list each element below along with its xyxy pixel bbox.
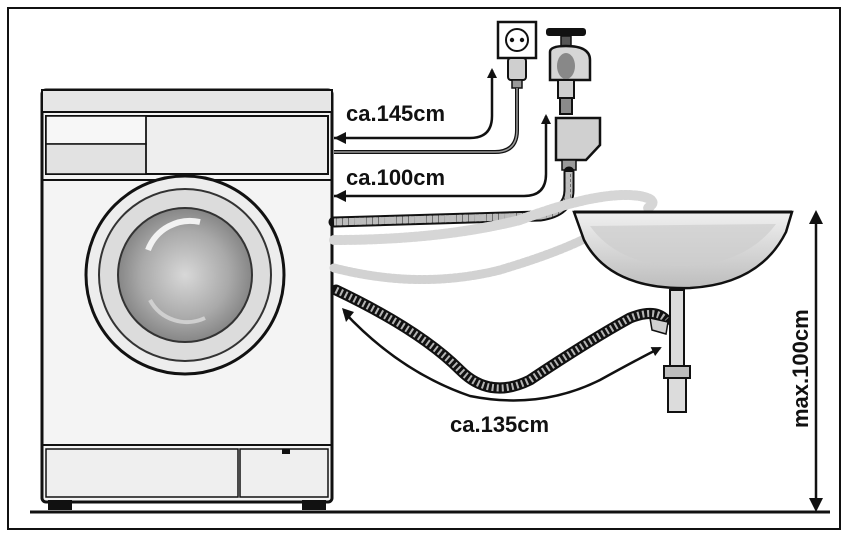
drain-hose-over-basin [329, 190, 658, 245]
socket-distance-label: ca.145cm [346, 101, 445, 126]
wall-socket [496, 20, 538, 60]
drain-distance-arrow [343, 311, 662, 402]
hose-loop-faint [329, 231, 595, 284]
tap-distance-label: ca.100cm [346, 165, 445, 190]
machine-plinth [42, 444, 332, 498]
control-panel [45, 115, 329, 175]
max-height-label: max.100cm [788, 309, 813, 428]
aquastop-valve [554, 116, 602, 171]
drain-pipe [649, 289, 691, 413]
tap-distance-arrow [334, 114, 551, 198]
washing-machine [40, 88, 334, 510]
machine-foot-left [48, 500, 72, 510]
machine-door [84, 174, 286, 376]
max-height-arrow [809, 210, 823, 512]
drain-distance-label: ca.135cm [450, 412, 549, 437]
machine-foot-right [302, 500, 326, 510]
water-tap [546, 28, 592, 115]
socket-distance-arrow [334, 68, 497, 140]
wash-basin [572, 210, 794, 290]
